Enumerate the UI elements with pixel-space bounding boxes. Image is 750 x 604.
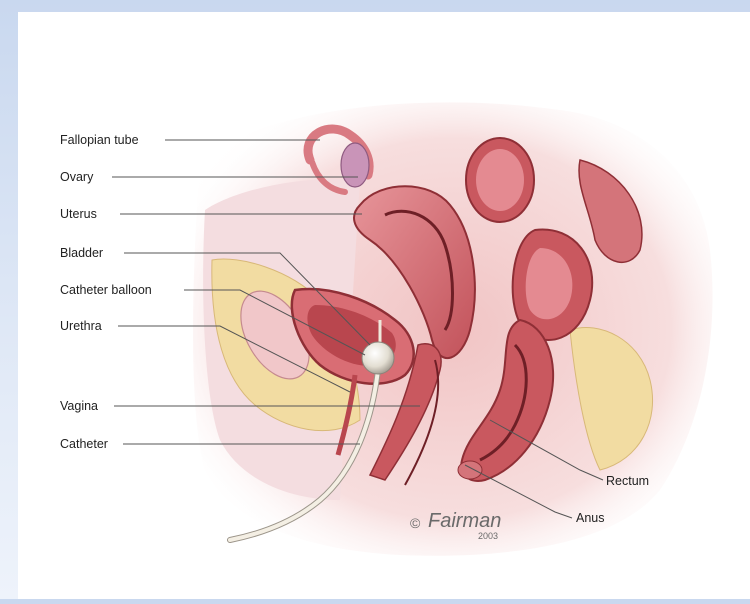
label-bladder: Bladder xyxy=(60,246,103,260)
label-fallopian-tube: Fallopian tube xyxy=(60,133,139,147)
anus xyxy=(458,461,482,479)
illustration-panel: Fallopian tube Ovary Uterus Bladder Cath… xyxy=(18,12,750,599)
catheter-balloon xyxy=(362,342,394,374)
label-vagina: Vagina xyxy=(60,399,98,413)
label-catheter: Catheter xyxy=(60,437,108,451)
copyright-icon: © xyxy=(410,515,421,531)
label-anus: Anus xyxy=(576,511,605,525)
signature-name: Fairman xyxy=(428,510,501,532)
label-uterus: Uterus xyxy=(60,207,97,221)
signature-year: 2003 xyxy=(478,531,498,541)
pelvic-anatomy-diagram: Fallopian tube Ovary Uterus Bladder Cath… xyxy=(18,12,750,599)
label-urethra: Urethra xyxy=(60,319,102,333)
label-rectum: Rectum xyxy=(606,474,649,488)
label-catheter-balloon: Catheter balloon xyxy=(60,283,152,297)
label-ovary: Ovary xyxy=(60,170,94,184)
